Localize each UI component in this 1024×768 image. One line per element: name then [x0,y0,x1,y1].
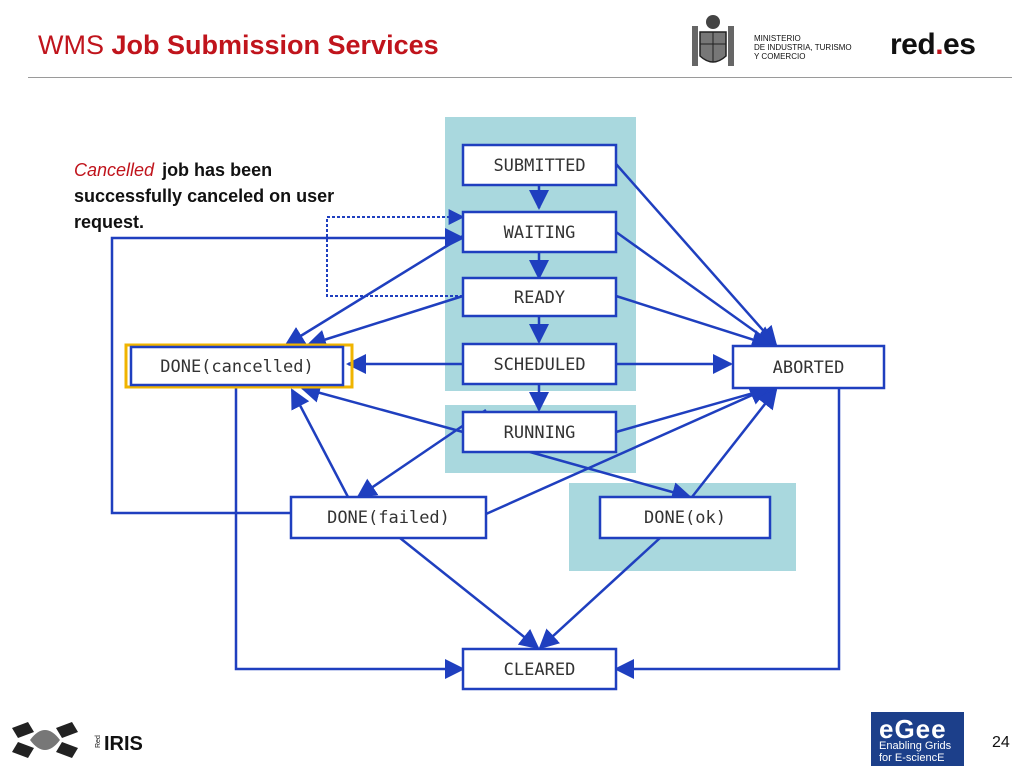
state-cleared-label: CLEARED [504,660,576,680]
arrow-waiting-aborted [615,230,776,347]
arrow-waiting-cancelled [284,234,464,347]
state-done-failed-label: DONE(failed) [327,508,450,528]
egee-logo: eGee Enabling Grids for E-sciencE [871,712,964,766]
state-scheduled: SCHEDULED [461,342,618,386]
state-ready-label: READY [514,288,565,308]
ministry-name: MINISTERIO DE INDUSTRIA, TURISMO Y COMER… [754,34,852,61]
state-done-failed: DONE(failed) [289,495,488,540]
page-number: 24 [992,734,1010,751]
arrow-ok-cleared [538,537,661,650]
coat-of-arms-icon [692,15,734,66]
rediris-mark-icon [12,722,78,758]
arrow-running-cancelled [300,383,464,434]
state-waiting: WAITING [461,210,618,254]
arrow-ready-waiting-dotted [326,209,465,297]
rediris-prefix: Red [95,735,102,748]
arrow-failed-waiting [110,228,465,515]
redes-logo: red.es [890,28,976,61]
arrow-failed-cleared [399,537,540,650]
arrow-running-aborted [615,381,780,434]
state-running-label: RUNNING [504,423,576,443]
arrow-running-ok [529,450,692,502]
arrow-failed-aborted [485,386,770,516]
arrow-submitted-aborted [615,163,778,347]
title-prefix: WMS [38,30,104,60]
page-title: WMS Job Submission Services [38,30,439,61]
rediris-name: IRIS [104,733,143,755]
arrow-cancelled-cleared [234,388,465,679]
state-aborted-label: ABORTED [773,358,845,378]
state-done-cancelled-label: DONE(cancelled) [160,357,314,377]
state-aborted: ABORTED [731,344,886,390]
state-done-cancelled: DONE(cancelled) [129,345,345,387]
state-submitted: SUBMITTED [461,143,618,187]
arrow-aborted-cleared [614,388,841,679]
state-done-ok: DONE(ok) [598,495,772,540]
highlight-box [124,343,354,389]
arrow-ready-aborted [615,294,772,350]
egee-tagline-2: for E-sciencE [879,752,945,764]
rediris-logo: Red IRIS [12,722,143,758]
title-main: Job Submission Services [111,30,439,60]
state-done-ok-label: DONE(ok) [644,508,726,528]
egee-tagline-1: Enabling Grids [879,740,952,752]
cancelled-highlight: Cancelled [74,160,155,180]
header-divider [28,77,1012,78]
arrow-ok-aborted [691,388,778,498]
transition-arrows [110,163,841,679]
state-waiting-label: WAITING [504,223,576,243]
description-body: job has been successfully canceled on us… [74,160,335,232]
arrow-ready-cancelled [306,294,464,350]
state-submitted-label: SUBMITTED [493,156,585,176]
ministry-logo: MINISTERIO DE INDUSTRIA, TURISMO Y COMER… [688,12,868,72]
state-cleared: CLEARED [461,647,618,691]
egee-wordmark: eGee [879,714,947,744]
state-running: RUNNING [461,410,618,454]
arrow-failed-cancelled [290,388,350,498]
state-scheduled-label: SCHEDULED [493,355,585,375]
state-ready: READY [461,276,618,318]
